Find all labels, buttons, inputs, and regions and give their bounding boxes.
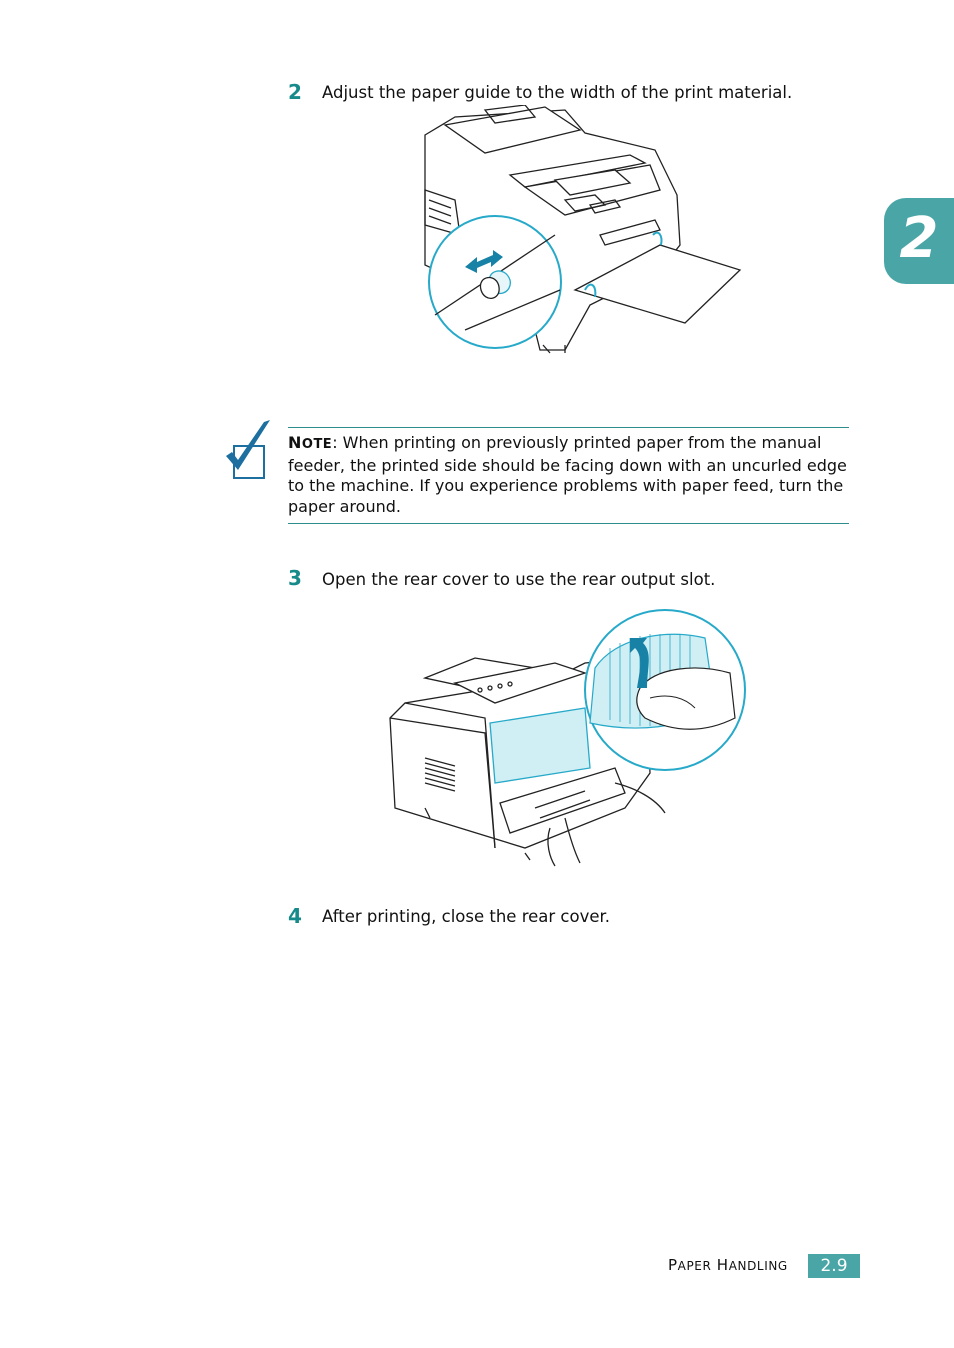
note-body: : When printing on previously printed pa… (288, 433, 847, 516)
footer-section-title: PAPER HANDLING (668, 1256, 788, 1274)
footer-word-rest: ANDLING (728, 1259, 788, 1273)
chapter-number: 2 (899, 206, 939, 271)
step-text: Open the rear cover to use the rear outp… (322, 570, 716, 589)
note-box: NOTE: When printing on previously printe… (288, 427, 849, 524)
step-number: 4 (288, 904, 302, 928)
footer-word-initial: P (668, 1256, 678, 1274)
step-text: After printing, close the rear cover. (322, 907, 611, 926)
step-number: 2 (288, 80, 302, 104)
footer-word-initial: H (716, 1256, 729, 1274)
note-text: NOTE: When printing on previously printe… (288, 433, 848, 517)
page-number-badge: 2.9 (808, 1254, 860, 1278)
note-label: NOTE (288, 433, 332, 452)
checkmark-icon (226, 420, 270, 479)
step-text: Adjust the paper guide to the width of t… (322, 83, 793, 102)
chapter-tab: 2 (884, 198, 954, 284)
note-label-rest: OTE (301, 437, 333, 452)
note-label-initial: N (288, 433, 302, 452)
step-number: 3 (288, 566, 302, 590)
footer-word-rest: APER (677, 1259, 712, 1273)
paper-guide-illustration (424, 105, 742, 354)
rear-cover-illustration (389, 609, 746, 867)
